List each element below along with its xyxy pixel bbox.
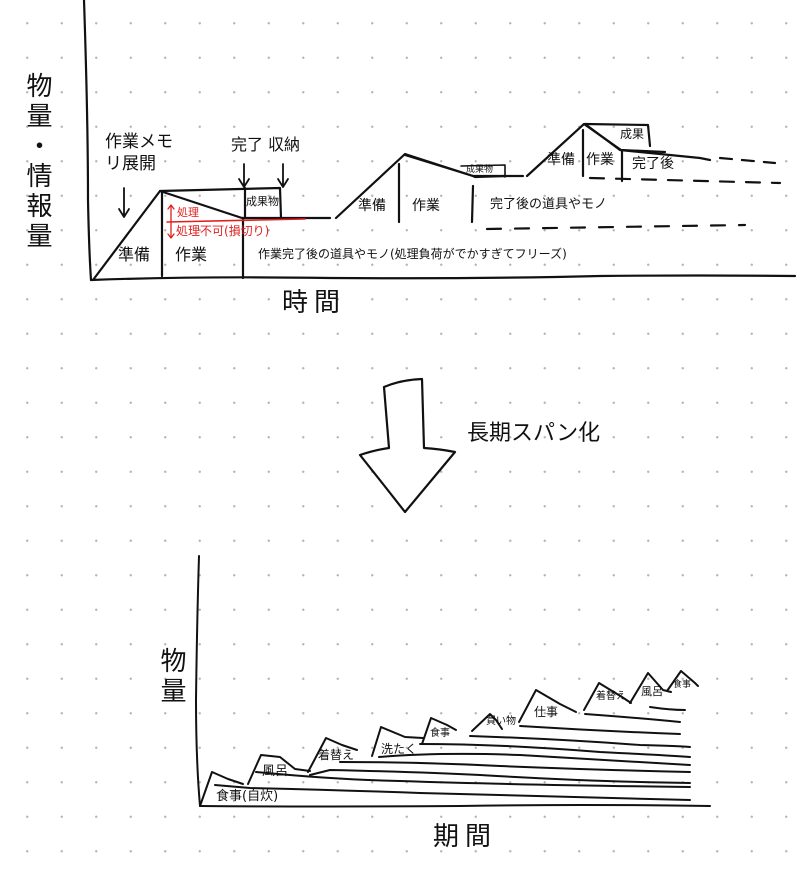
annotation-store: 収納 <box>268 135 301 154</box>
layer-label-change-clothes: 着替え <box>318 748 355 762</box>
bottom-y-axis-label: 物量 <box>156 647 186 707</box>
top-y-axis-label: 物量・情報量 <box>22 72 52 252</box>
layer-label-meal-cooking: 食事(自炊) <box>216 789 279 804</box>
top-x-axis-label: 時間 <box>282 288 347 318</box>
layer-label-meal: 食事 <box>430 728 450 739</box>
cycle3-work-label: 作業 <box>586 152 614 168</box>
cycle1-unprocessable-label: 処理不可(損切り) <box>176 224 270 238</box>
cycle1-product-label: 成果物 <box>246 195 279 208</box>
layer-label-change-clothes-2: 着替え <box>596 691 626 702</box>
top-y-axis <box>82 0 93 282</box>
layer-label-shopping: 買い物 <box>486 716 516 727</box>
cycle3-after-label: 完了後 <box>632 156 674 172</box>
bottom-x-axis-label: 期間 <box>433 822 498 852</box>
layer-label-bath-2: 風呂 <box>641 685 663 698</box>
cycle3-product-label: 成果 <box>620 127 645 141</box>
annotation-work-memory: 作業メモリ展開 <box>105 132 173 174</box>
cycle1-work-label: 作業 <box>175 245 208 264</box>
layer-label-work: 仕事 <box>534 705 559 719</box>
cycle2-work-label: 作業 <box>412 198 440 214</box>
bottom-x-axis <box>199 804 711 808</box>
layer-label-laundry: 洗たく <box>381 742 418 756</box>
cycle1-processed-label: 処理 <box>177 206 199 219</box>
cycle2-after-label: 完了後の道具やモノ <box>490 197 608 212</box>
cycle2-prep-label: 準備 <box>358 198 386 214</box>
cycle1-outline <box>91 186 283 282</box>
cycle2-product-label: 成果物 <box>466 165 494 175</box>
cycle3-prep-label: 準備 <box>547 152 575 168</box>
cycle1-prep-label: 準備 <box>118 245 151 264</box>
transition-label: 長期スパン化 <box>467 421 601 446</box>
layer-label-meal-2: 食事 <box>673 680 692 690</box>
bottom-y-axis <box>195 555 201 807</box>
annotation-complete: 完了 <box>231 135 264 154</box>
top-x-axis <box>89 274 797 282</box>
layer-label-bath: 風呂 <box>262 764 289 779</box>
cycle1-after-label: 作業完了後の道具やモノ(処理負荷がでかすぎてフリーズ) <box>258 247 567 261</box>
